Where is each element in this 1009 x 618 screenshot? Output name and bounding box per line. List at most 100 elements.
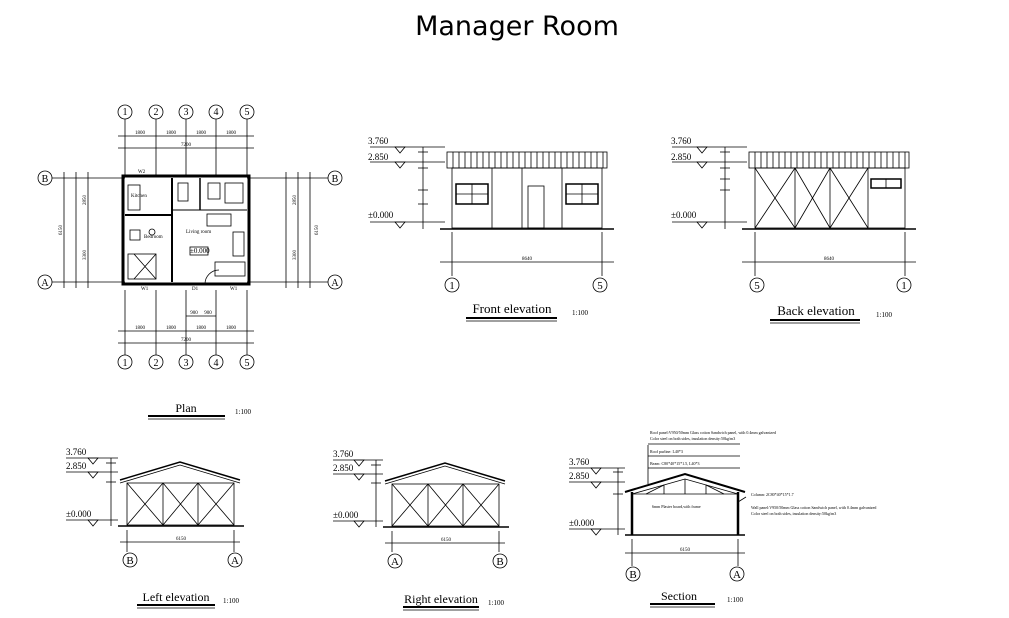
note-roof-panel-2: Color steel on both sides, insulation de… xyxy=(650,436,735,442)
front-axis-right: 5 xyxy=(597,280,603,292)
back-elevation-labels: 3.760 2.850 ±0.000 8640 5 1 Back elevati… xyxy=(671,136,907,324)
plan-dim-bottom-1: 1800 xyxy=(135,326,146,331)
right-scale: 1:100 xyxy=(488,599,504,607)
left-level-eave: 2.850 xyxy=(66,461,87,471)
right-axis-left: A xyxy=(391,556,399,568)
plan-window-w1b: W1 xyxy=(230,287,238,292)
plan-title-block: Plan 1:100 xyxy=(148,401,251,420)
floor-plan xyxy=(37,104,343,370)
plan-dim-top-1: 1800 xyxy=(135,131,146,136)
axis-label-top-1: 1 xyxy=(123,107,128,118)
front-scale: 1:100 xyxy=(572,309,588,317)
axis-label-bottom-1: 1 xyxy=(123,358,128,369)
left-level-top: 3.760 xyxy=(66,447,87,457)
section-scale: 1:100 xyxy=(727,596,743,604)
back-title: Back elevation xyxy=(777,303,855,318)
section-title: Section xyxy=(661,589,697,603)
room-label-bedroom: Bedroom xyxy=(144,235,163,240)
right-span: 6150 xyxy=(441,538,452,543)
left-scale: 1:100 xyxy=(223,597,239,605)
note-wall-1: Wall panel:V950/50mm Glass cotton Sandwi… xyxy=(751,505,876,511)
front-span: 8640 xyxy=(522,257,533,262)
back-level-top: 3.760 xyxy=(671,136,692,146)
plan-dim-side-r1: 2850 xyxy=(293,195,298,206)
right-elevation xyxy=(333,459,509,569)
front-title: Front elevation xyxy=(472,301,552,316)
axis-label-top-2: 2 xyxy=(154,107,159,118)
plan-dim-bottom-4: 1800 xyxy=(226,326,237,331)
back-elevation xyxy=(672,146,916,293)
front-elevation-labels: 3.760 2.850 ±0.000 8640 1 5 Front elevat… xyxy=(368,136,603,322)
back-scale: 1:100 xyxy=(876,311,892,319)
back-level-eave: 2.850 xyxy=(671,152,692,162)
section-level-ground: ±0.000 xyxy=(569,518,595,528)
plan-dim-bottom-2: 1800 xyxy=(166,326,177,331)
plan-dim-top-total: 7200 xyxy=(181,143,192,148)
plan-dim-side-total: 6150 xyxy=(59,225,64,236)
section-axis-left: B xyxy=(629,569,636,581)
axis-label-bottom-3: 3 xyxy=(184,358,189,369)
plan-axis-right xyxy=(247,170,343,290)
plan-dim-bottom-3: 1800 xyxy=(196,326,207,331)
axis-label-left-a: A xyxy=(41,278,49,289)
plan-axis-bottom xyxy=(117,290,255,370)
plan-dim-bottom-total: 7200 xyxy=(181,338,192,343)
right-elevation-labels: 3.760 2.850 ±0.000 6150 A B Right elevat… xyxy=(333,449,504,611)
left-axis-right: A xyxy=(231,555,239,567)
section-span: 6150 xyxy=(680,548,691,553)
plan-dim-side-r2: 3300 xyxy=(293,250,298,261)
plan-axis-left xyxy=(37,170,125,290)
back-level-ground: ±0.000 xyxy=(671,210,697,220)
plan-door-dim-2: 900 xyxy=(204,311,212,316)
axis-label-bottom-4: 4 xyxy=(214,358,219,369)
axis-label-top-5: 5 xyxy=(245,107,250,118)
plan-dim-side-2: 3300 xyxy=(83,250,88,261)
page-title: Manager Room xyxy=(415,11,619,42)
section-level-top: 3.760 xyxy=(569,457,590,467)
front-elevation xyxy=(370,146,614,293)
plan-dim-top-3: 1800 xyxy=(196,131,207,136)
section-labels: 3.760 2.850 ±0.000 6150 B A Roof panel:V… xyxy=(569,430,876,608)
front-level-eave: 2.850 xyxy=(368,152,389,162)
note-roof-panel-1: Roof panel:V950/50mm Glass cotton Sandwi… xyxy=(650,430,776,436)
room-label-kitchen: Kitchen xyxy=(131,194,147,199)
note-column: Column: 2C80*40*15*1.7 xyxy=(751,492,794,497)
front-level-top: 3.760 xyxy=(368,136,389,146)
plan-scale: 1:100 xyxy=(235,408,251,416)
plan-outer-wall xyxy=(121,174,251,286)
right-title: Right elevation xyxy=(404,592,478,606)
room-label-living: Living room xyxy=(186,230,211,235)
front-level-ground: ±0.000 xyxy=(368,210,394,220)
plan-window-w2: W2 xyxy=(138,170,146,175)
front-axis-left: 1 xyxy=(449,280,455,292)
axis-label-top-3: 3 xyxy=(184,107,189,118)
right-level-top: 3.760 xyxy=(333,449,354,459)
plan-door-dim-1: 900 xyxy=(190,311,198,316)
back-axis-right: 1 xyxy=(901,280,907,292)
right-axis-right: B xyxy=(496,556,503,568)
plan-window-w1: W1 xyxy=(141,287,149,292)
axis-label-right-a: A xyxy=(331,278,339,289)
plan-axis-top xyxy=(117,104,255,175)
section-axis-right: A xyxy=(733,569,741,581)
plan-labels: 1 2 3 4 5 1 2 3 4 5 B A B A 1800 1800 18… xyxy=(41,107,339,369)
left-axis-left: B xyxy=(126,555,133,567)
right-level-ground: ±0.000 xyxy=(333,510,359,520)
axis-label-bottom-5: 5 xyxy=(245,358,250,369)
plan-door-d1: D1 xyxy=(192,287,199,292)
axis-label-left-b: B xyxy=(42,174,49,185)
note-beam: Beam: C80*40*15*1.5, L40*3 xyxy=(650,461,700,467)
note-roof-purline: Roof purline: L40*3 xyxy=(650,449,683,454)
note-wall-2: Color steel on both sides, insulation de… xyxy=(751,511,836,517)
axis-label-bottom-2: 2 xyxy=(154,358,159,369)
plan-dim-side-1: 2850 xyxy=(83,195,88,206)
right-level-eave: 2.850 xyxy=(333,463,354,473)
back-span: 8640 xyxy=(824,257,835,262)
plan-dim-top-2: 1800 xyxy=(166,131,177,136)
plan-dim-side-rtotal: 6150 xyxy=(315,225,320,236)
plan-level: ±0.000 xyxy=(190,247,210,255)
section-drawing xyxy=(569,443,747,582)
plan-dim-top-4: 1800 xyxy=(226,131,237,136)
left-elevation-labels: 3.760 2.850 ±0.000 6150 B A Left elevati… xyxy=(66,447,239,609)
